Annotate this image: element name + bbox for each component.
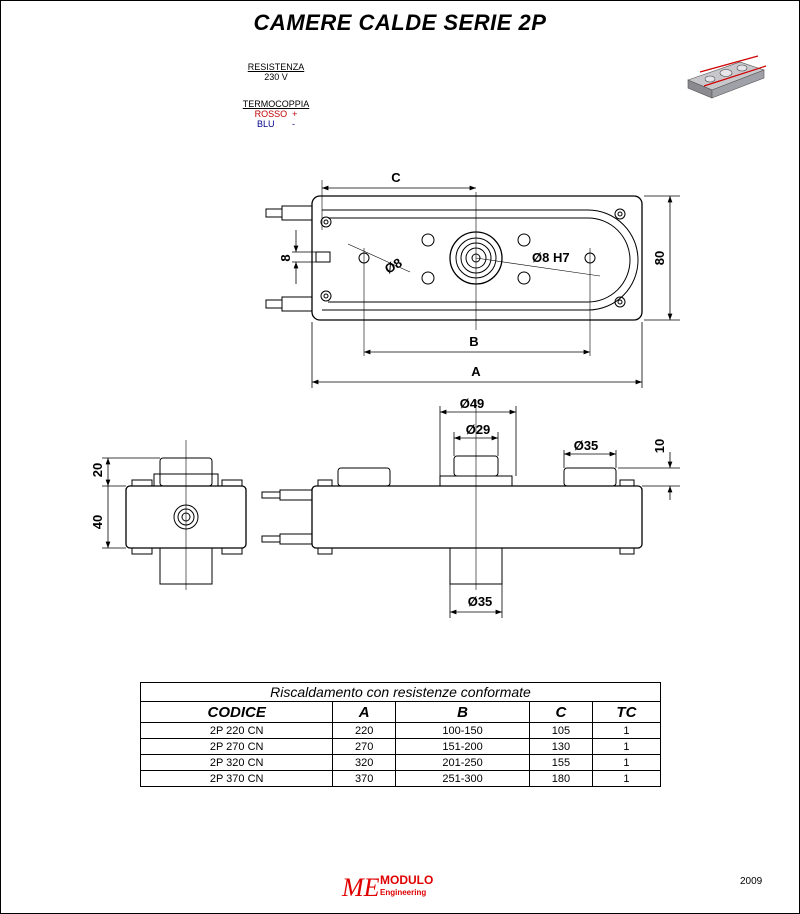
termocoppia-label: TERMOCOPPIA — [242, 99, 310, 109]
dim-20-label: 20 — [90, 463, 105, 477]
dim-dia35-top-label: Ø35 — [574, 438, 599, 453]
dim-10-label: 10 — [652, 439, 667, 453]
header-tc: TC — [591, 701, 662, 723]
rosso-label: ROSSO + — [254, 109, 298, 119]
logo-sub: Engineering — [380, 888, 426, 897]
resistenza-value: 230 V — [264, 72, 288, 82]
dim-b-label: B — [469, 334, 478, 349]
top-view-holes — [320, 208, 626, 308]
front-view — [261, 400, 643, 590]
cell-tc: 1 — [591, 722, 662, 739]
cell-c: 130 — [529, 738, 593, 755]
logo-name: MODULO — [380, 873, 433, 887]
table-caption: Riscaldamento con resistenze conformate — [140, 682, 661, 702]
resistenza-label: RESISTENZA — [247, 62, 305, 72]
side-view-left-dimensions — [102, 457, 160, 549]
cell-c: 180 — [529, 770, 593, 787]
cell-tc: 1 — [591, 754, 662, 771]
cell-codice: 2P 320 CN — [139, 754, 334, 771]
cell-a: 370 — [332, 770, 397, 787]
codes-table: Riscaldamento con resistenze conformate … — [139, 682, 662, 787]
page-title: CAMERE CALDE SERIE 2P — [253, 10, 547, 35]
cell-b: 100-150 — [395, 722, 531, 739]
cell-b: 251-300 — [395, 770, 531, 787]
table-row: 2P 270 CN 270 151-200 130 1 — [139, 738, 662, 755]
cell-b: 201-250 — [395, 754, 531, 771]
cell-c: 105 — [529, 722, 593, 739]
cell-codice: 2P 370 CN — [139, 770, 334, 787]
header-codice: CODICE — [139, 701, 334, 723]
cell-codice: 2P 220 CN — [139, 722, 334, 739]
header-a: A — [332, 701, 397, 723]
front-view-dimensions — [439, 406, 680, 618]
header-c: C — [529, 701, 593, 723]
dim-dia8h7-label: Ø8 H7 — [532, 250, 570, 265]
dim-dia35-bottom-label: Ø35 — [468, 594, 493, 609]
dim-dia49-label: Ø49 — [460, 396, 485, 411]
dim-dia29-label: Ø29 — [466, 422, 491, 437]
table-caption-row: Riscaldamento con resistenze conformate — [140, 682, 661, 702]
table-row: 2P 370 CN 370 251-300 180 1 — [139, 770, 662, 787]
top-view — [265, 180, 643, 356]
side-view-left — [125, 440, 247, 590]
cell-a: 220 — [332, 722, 397, 739]
year-label: 2009 — [740, 876, 763, 887]
manifold-3d-thumbnail — [687, 55, 767, 99]
dim-80-label: 80 — [652, 251, 667, 265]
blu-label: BLU - — [256, 119, 295, 129]
header-b: B — [395, 701, 531, 723]
dim-c-label: C — [391, 170, 401, 185]
termocoppia-legend: TERMOCOPPIA ROSSO + BLU - — [236, 99, 316, 129]
cell-tc: 1 — [591, 738, 662, 755]
dim-8-label: 8 — [278, 254, 293, 261]
dim-dia8-label: Ø8 — [382, 255, 405, 277]
cell-a: 270 — [332, 738, 397, 755]
table-row: 2P 320 CN 320 201-250 155 1 — [139, 754, 662, 771]
cell-c: 155 — [529, 754, 593, 771]
logo-mark: ME — [341, 873, 380, 900]
resistenza-legend: RESISTENZA 230 V — [236, 62, 316, 82]
top-view-dimensions — [292, 185, 680, 388]
table-header-row: CODICE A B C TC — [139, 701, 662, 723]
modulo-engineering-logo: ME MODULO Engineering — [341, 873, 433, 900]
table-row: 2P 220 CN 220 100-150 105 1 — [139, 722, 662, 739]
cell-a: 320 — [332, 754, 397, 771]
dim-a-label: A — [471, 364, 481, 379]
cell-b: 151-200 — [395, 738, 531, 755]
cell-tc: 1 — [591, 770, 662, 787]
cell-codice: 2P 270 CN — [139, 738, 334, 755]
dim-40-label: 40 — [90, 515, 105, 529]
